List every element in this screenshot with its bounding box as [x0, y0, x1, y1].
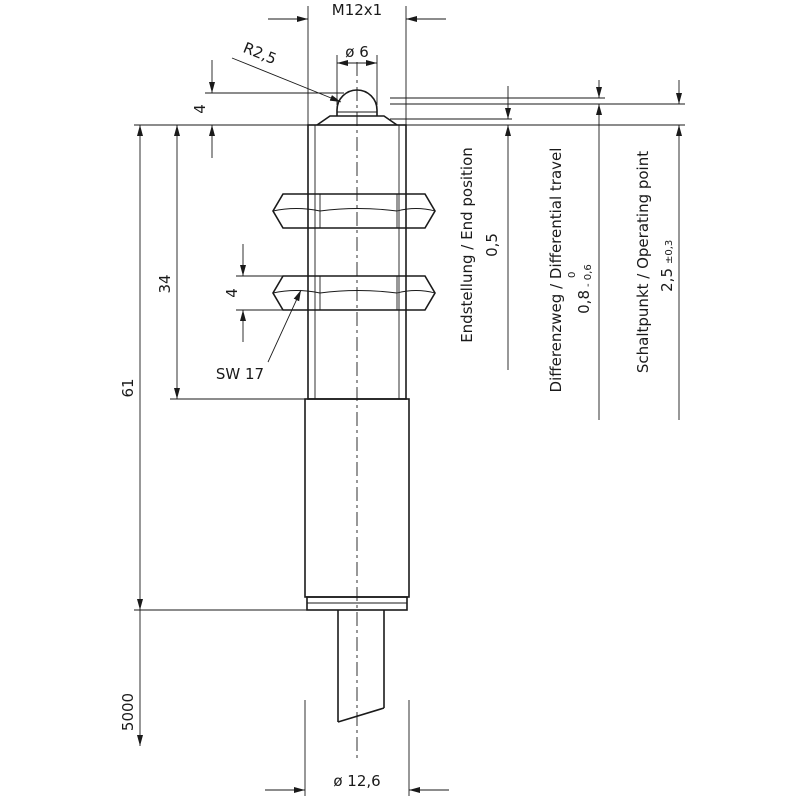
dimension-nut-height: 4 — [223, 244, 283, 342]
cable — [337, 610, 385, 723]
differential-travel-label: Differenzweg / Differential travel — [547, 148, 565, 393]
dimension-wrench-size: SW 17 — [216, 289, 302, 383]
differential-travel-lower-tolerance: - 0,6 — [583, 264, 594, 287]
dimension-plunger-radius: R2,5 — [231, 39, 342, 103]
hex-nut-lower — [272, 275, 436, 311]
total-length-label: 61 — [119, 378, 137, 397]
dimension-plunger-height: 4 — [134, 60, 344, 158]
nut-height-label: 4 — [223, 288, 241, 298]
operating-point-value: 2,5 — [658, 268, 676, 292]
dimension-total-length: 61 — [119, 125, 307, 611]
thread-length-label: 34 — [156, 274, 174, 293]
hex-nut-upper — [272, 193, 436, 229]
end-position-value: 0,5 — [483, 233, 501, 257]
plunger-height-label: 4 — [191, 104, 209, 114]
operating-point-tolerance: ±0,3 — [664, 240, 675, 264]
differential-travel-upper-tolerance: 0 — [567, 272, 578, 278]
annotation-operating-point: Schaltpunkt / Operating point 2,5 ±0,3 — [634, 80, 682, 420]
thread-label: M12x1 — [332, 1, 382, 19]
end-position-label: Endstellung / End position — [458, 147, 476, 343]
annotation-end-position: Endstellung / End position 0,5 — [458, 86, 511, 370]
annotation-differential-travel: Differenzweg / Differential travel 0,8 0… — [547, 80, 602, 420]
differential-travel-value: 0,8 — [575, 290, 593, 314]
dimension-thread-length: 34 — [156, 125, 308, 400]
cable-length-label: 5000 — [119, 693, 137, 731]
dimension-housing-diameter: ø 12,6 — [265, 700, 449, 796]
dimension-cable-length: 5000 — [119, 610, 143, 746]
sensor-body — [272, 62, 436, 758]
wrench-size-label: SW 17 — [216, 365, 264, 383]
housing-diameter-label: ø 12,6 — [333, 772, 380, 790]
dimension-thread: M12x1 — [268, 1, 446, 125]
operating-point-label: Schaltpunkt / Operating point — [634, 151, 652, 373]
plunger-diameter-label: ø 6 — [345, 43, 369, 61]
